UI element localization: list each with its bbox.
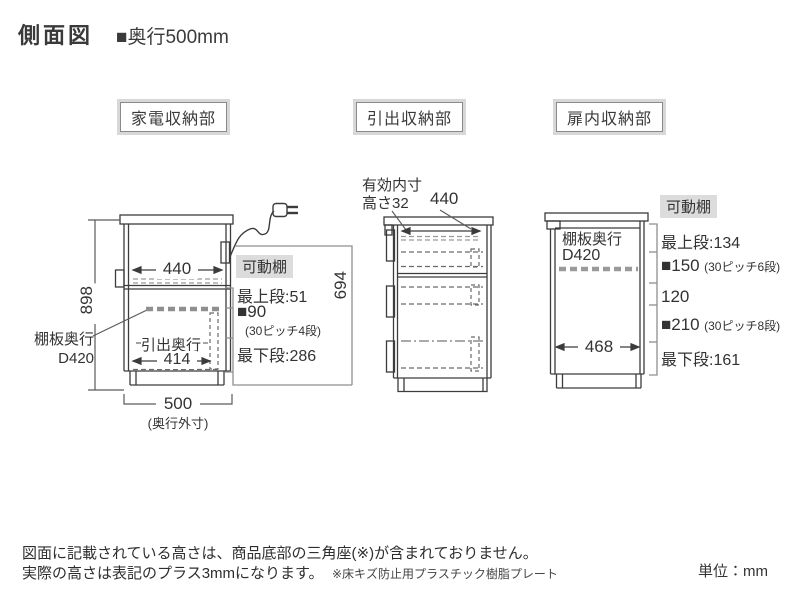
shelf-bottom-value-right: 最下段:161	[661, 352, 741, 369]
dim-694-lines	[235, 245, 353, 385]
section-header-appliance: 家電収納部	[116, 99, 231, 135]
inner-note-line1: 有効内寸	[362, 177, 423, 194]
dim-440-left: 440	[156, 259, 198, 279]
movable-shelf-bracket-right	[649, 223, 658, 376]
shelf-depth-right-line1: 棚板奥行	[562, 231, 623, 248]
appliance-cabinet-outline	[114, 214, 234, 386]
appliance-gray-dashes	[133, 278, 222, 284]
section-header-drawer: 引出収納部	[352, 99, 467, 135]
dim-500: 500	[156, 394, 200, 414]
shelf-depth-leader-left	[92, 309, 148, 337]
dim-694: 694	[331, 268, 351, 303]
shelf-pitch1-note: (30ピッチ6段)	[704, 260, 781, 274]
footer-line1: 図面に記載されている高さは、商品底部の三角座(※)が含まれておりません。	[22, 545, 538, 562]
door-dim-arrow-468	[554, 342, 641, 352]
movable-shelf-badge-right: 可動棚	[660, 195, 718, 218]
unit-note: 単位：mm	[698, 563, 768, 580]
shelf-bottom-value-left: 最下段:286	[237, 348, 317, 365]
section-header-door: 扉内収納部	[552, 99, 667, 135]
footer-line2-note: ※床キズ防止用プラスチック樹脂プレート	[332, 567, 558, 581]
shelf-pitch2-right: ■210 (30ピッチ8段)	[661, 315, 780, 335]
movable-shelf-bracket-left	[225, 287, 352, 386]
depth-note: ■奥行500mm	[116, 27, 229, 48]
drawer-dim-arrow-440	[400, 226, 482, 236]
door-cabinet-outline	[544, 212, 649, 389]
shelf-pitch2-note: (30ピッチ8段)	[704, 319, 781, 333]
page-title: 側面図	[18, 23, 94, 48]
shelf-depth-right-line2: D420	[562, 247, 601, 264]
footer-line2-text: 実際の高さは表記のプラス3mmになります。	[22, 565, 324, 582]
shelf-pitch2-value: ■210	[661, 315, 700, 334]
footer-line2: 実際の高さは表記のプラス3mmになります。 ※床キズ防止用プラスチック樹脂プレー…	[22, 562, 558, 583]
drawer-depth-label: 引出奥行	[141, 334, 202, 355]
shelf-pitch-note-left: (30ピッチ4段)	[245, 324, 322, 338]
shelf-pitch-value-left: ■90	[237, 302, 267, 321]
dim-898: 898	[77, 283, 97, 318]
movable-shelf-badge-left: 可動棚	[236, 255, 294, 278]
power-cord-icon	[228, 202, 298, 259]
inner-note-line2: 高さ32	[362, 195, 409, 212]
shelf-depth-line2: D420	[58, 350, 94, 367]
drawer-gray-dashes	[401, 235, 480, 241]
dim-500-note: (奥行外寸)	[147, 416, 209, 431]
dim-440-mid: 440	[430, 189, 459, 208]
dim-414: 414	[157, 351, 197, 369]
shelf-top-value-left: 最上段:51	[237, 289, 308, 306]
drawer-box-dashes	[401, 248, 483, 372]
dim-468: 468	[578, 337, 620, 357]
shelf-depth-label-left: 棚板奥行 D420	[24, 330, 94, 368]
shelf-pitch1-right: ■150 (30ピッチ6段)	[661, 256, 780, 276]
shelf-middle-value-right: 120	[661, 287, 690, 306]
shelf-top-value-right: 最上段:134	[661, 235, 741, 252]
shelf-pitch1-value: ■150	[661, 256, 700, 275]
drawer-cabinet-outline	[383, 216, 494, 393]
shelf-depth-line1: 棚板奥行	[33, 331, 94, 348]
